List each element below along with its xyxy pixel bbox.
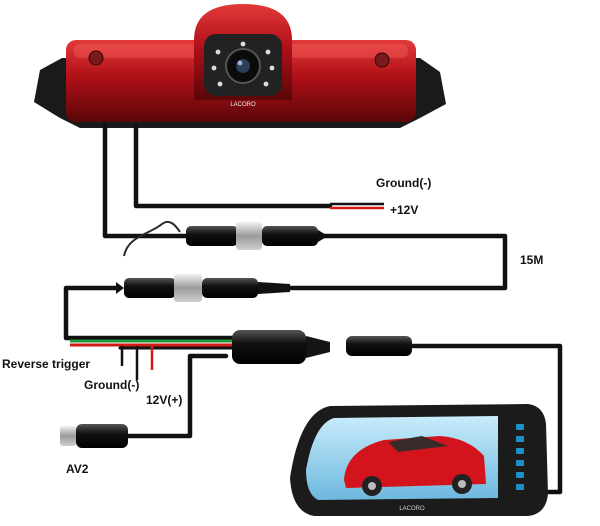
- cable-length-label: 15M: [520, 253, 544, 267]
- mount-hole-right: [374, 52, 390, 68]
- monitor-cable: [407, 343, 563, 495]
- av2-connector-icon: [60, 424, 128, 448]
- extension-cable-15m: [287, 233, 508, 291]
- car-image: [344, 436, 486, 496]
- camera-lens-icon: [225, 48, 261, 84]
- camera-brand: LACORO: [230, 102, 256, 108]
- connector-icon: [186, 222, 328, 250]
- monitor-buttons: [516, 424, 524, 490]
- av2-label: AV2: [66, 462, 89, 476]
- camera-video-cable: [102, 122, 189, 239]
- mount-hole-left: [88, 50, 104, 66]
- plus12v-label-top: +12V: [390, 203, 419, 217]
- power-wires-top: [330, 202, 384, 210]
- trigger-wires: [70, 339, 234, 380]
- av2-cable: [123, 353, 229, 439]
- monitor-icon: LACORO: [290, 404, 548, 516]
- camera-power-cable: [133, 122, 333, 209]
- plus12v-label-bottom: 12V(+): [146, 393, 183, 407]
- ir-led-icons: [211, 41, 275, 87]
- cable-routing: [63, 122, 563, 495]
- camera-housing-icon: LACORO: [34, 4, 446, 128]
- reverse-trigger-label: Reverse trigger: [2, 357, 91, 371]
- connector-icon: [116, 274, 290, 302]
- coiled-wire: [123, 220, 181, 257]
- ground-label-top: Ground(-): [376, 176, 432, 190]
- monitor-brand: LACORO: [399, 506, 425, 512]
- harness-link-cable: [63, 285, 237, 341]
- ground-label-bottom: Ground(-): [84, 378, 140, 392]
- connector-icon: [232, 330, 412, 364]
